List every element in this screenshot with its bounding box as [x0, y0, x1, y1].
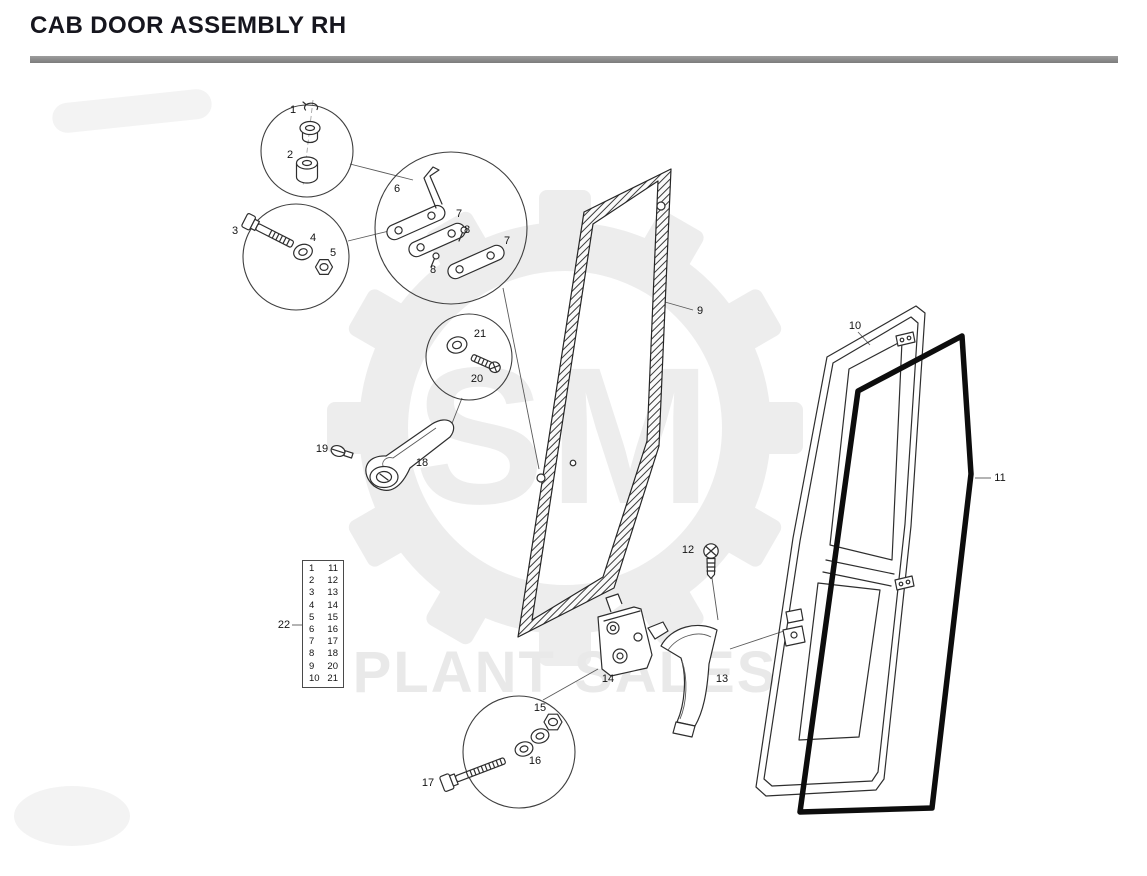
part-21-washer-drawing [446, 336, 468, 354]
part-14-latch-drawing [597, 593, 669, 677]
detail-circle-fasteners-1-2 [260, 99, 354, 198]
part-17-bolt-drawing [439, 757, 506, 792]
detail-circle-hinge-plates-6-8 [374, 151, 528, 305]
part-6-bracket-drawing [386, 166, 446, 241]
part-19-fastener-drawing [330, 445, 354, 459]
part-7-plate-lower-drawing [447, 244, 505, 280]
detail-circle-bolt-set-3-5 [241, 203, 350, 311]
watermark-text: PLANT SALES [353, 640, 778, 705]
part-10-door-frame-drawing [755, 305, 926, 797]
part-20-screw-drawing [470, 354, 501, 374]
part-4-washer-drawing [293, 243, 313, 261]
watermark-smudge-top [52, 89, 212, 133]
part-8-screw-a-drawing [458, 226, 468, 242]
detail-circle-bolt-set-15-17 [439, 695, 576, 809]
watermark-smudge-bottom [14, 786, 130, 846]
part-3-bolt-drawing [241, 213, 295, 248]
part-1-clip-drawing [302, 101, 319, 111]
part-8-screw-b-drawing [430, 252, 440, 268]
part-15-nut-drawing [543, 713, 563, 731]
part-13-latch-cover-drawing [660, 624, 718, 738]
part-9-window-seal-drawing [517, 168, 672, 638]
part-11-door-seal-drawing [797, 333, 974, 815]
part-2-bushings-drawing [295, 120, 321, 184]
watermark-gear-icon [327, 190, 803, 666]
part-5-nut-drawing [314, 259, 334, 275]
leader-lines [292, 163, 991, 701]
detail-circle-handle-screw-20-21 [425, 313, 513, 401]
part-18-handle-drawing [365, 419, 455, 491]
title-divider-bar [30, 56, 1118, 63]
part-16-washers-drawing [514, 728, 550, 757]
page-title: CAB DOOR ASSEMBLY RH [30, 12, 347, 39]
part-12-screw-drawing [703, 543, 719, 580]
